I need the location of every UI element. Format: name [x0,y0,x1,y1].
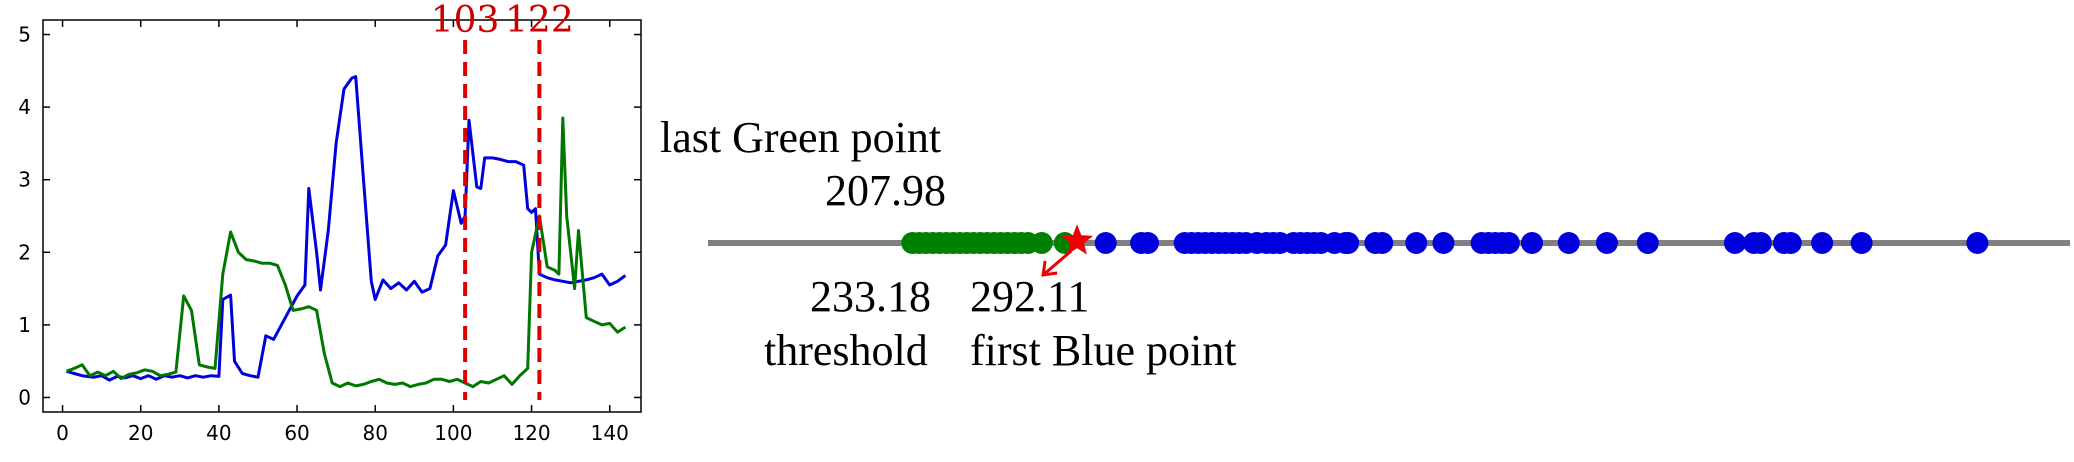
x-tick-label: 20 [128,421,153,445]
threshold-marker [1041,224,1094,277]
blue-points-group [1094,232,1989,254]
blue-point [1497,232,1520,254]
blue-point [1595,232,1618,254]
threshold-star-icon [1061,224,1094,255]
blue-point [1749,232,1772,254]
x-tick-label: 100 [434,421,472,445]
vertical-marker-label: 103 [431,0,500,41]
axis-ticks: 0 20 40 60 80 100 120 140 0 1 2 3 4 5 [18,20,641,445]
x-tick-label: 40 [206,421,231,445]
y-tick-label: 4 [18,95,31,119]
y-tick-label: 5 [18,23,31,47]
blue-point [1337,232,1360,254]
blue-point [1557,232,1580,254]
threshold-arrow-shaft [1042,249,1073,277]
plot-frame [42,19,642,413]
vertical-marker-label: 122 [505,0,574,41]
blue-point [1405,232,1428,254]
blue-point [1094,232,1117,254]
x-tick-label: 0 [56,421,69,445]
green-point [1030,232,1053,254]
last-green-label: last Green point [660,113,941,162]
first-blue-value: 292.11 [970,272,1089,321]
x-tick-label: 60 [284,421,309,445]
x-tick-label: 80 [362,421,387,445]
y-tick-label: 1 [18,313,31,337]
first-blue-label: first Blue point [970,326,1236,375]
blue-point [1521,232,1544,254]
right-scatter-chart: last Green point 207.98 233.18 threshold… [660,113,2070,375]
blue-series-line [66,75,627,382]
y-tick-label: 3 [18,168,31,192]
green-points-group [901,232,1076,254]
blue-point [1723,232,1746,254]
blue-point [1371,232,1394,254]
x-tick-label: 120 [512,421,550,445]
blue-point [1811,232,1834,254]
last-green-value: 207.98 [825,166,946,215]
blue-point [1779,232,1802,254]
x-tick-label: 140 [591,421,629,445]
threshold-value: 233.18 [810,272,931,321]
blue-point [1636,232,1659,254]
threshold-arrow-head-icon [1041,260,1058,277]
blue-point [1850,232,1873,254]
green-series-line [65,116,627,389]
line-series-group [65,75,627,389]
threshold-label: threshold [764,326,928,375]
blue-point [1966,232,1989,254]
y-tick-label: 2 [18,240,31,264]
y-tick-label: 0 [18,385,31,409]
blue-point [1432,232,1455,254]
blue-point [1136,232,1159,254]
